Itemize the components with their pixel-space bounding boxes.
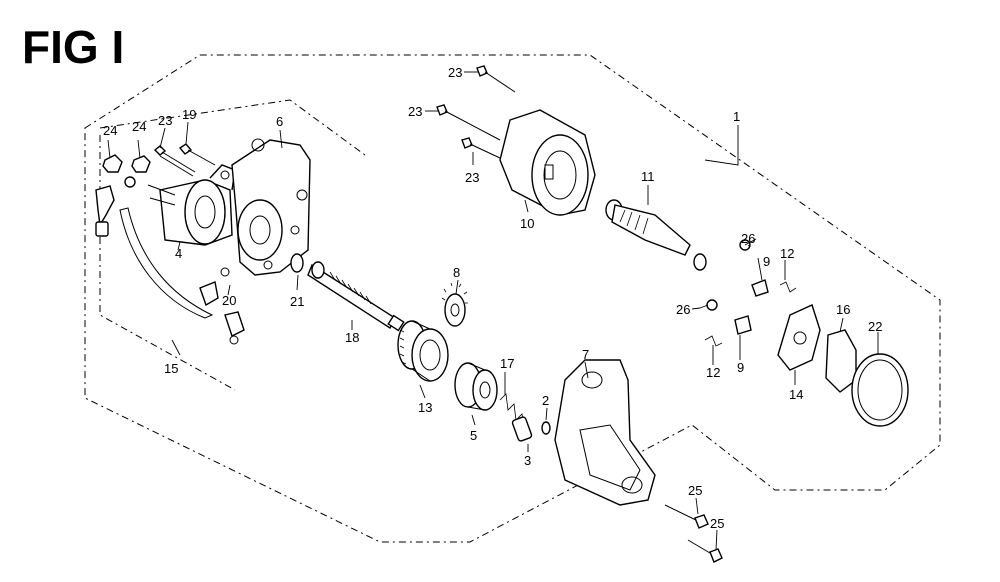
callout-21: 21 — [290, 294, 304, 309]
callout-25a: 25 — [688, 483, 702, 498]
part-7-front-housing — [554, 359, 656, 506]
part-18-shaft — [307, 261, 405, 332]
part-14-brush-holder — [777, 304, 821, 371]
callout-12b: 12 — [706, 365, 720, 380]
leader-1 — [704, 125, 739, 166]
part-13-clutch — [397, 320, 449, 382]
part-23-19-bolts-left — [153, 143, 216, 177]
callout-23c: 23 — [158, 113, 172, 128]
callout-16: 16 — [836, 302, 850, 317]
part-25-bolts — [664, 504, 723, 563]
callout-13: 13 — [418, 400, 432, 415]
part-21-washer — [290, 253, 304, 273]
callout-23a: 23 — [448, 65, 462, 80]
part-2-clip — [541, 421, 551, 435]
part-5-pinion — [454, 362, 498, 411]
callout-9a: 9 — [763, 254, 770, 269]
subassembly-outline — [99, 99, 366, 391]
callout-12a: 12 — [780, 246, 794, 261]
figure-title: FIG I — [22, 21, 124, 73]
callout-9b: 9 — [737, 360, 744, 375]
callout-23d: 23 — [465, 170, 479, 185]
part-6-rear-cover — [231, 138, 311, 276]
part-10-yoke — [499, 109, 596, 216]
callout-3: 3 — [524, 453, 531, 468]
callout-23b: 23 — [408, 104, 422, 119]
leader-lines — [107, 71, 879, 551]
callout-14: 14 — [789, 387, 803, 402]
callout-7: 7 — [582, 347, 589, 362]
callout-15: 15 — [164, 361, 178, 376]
callout-20: 20 — [222, 293, 236, 308]
callout-4: 4 — [175, 246, 182, 261]
part-15-lead-wire — [95, 185, 219, 319]
part-24-nuts — [102, 154, 151, 188]
callout-dashes — [425, 71, 757, 310]
callout-labels: 1 2 3 4 5 6 7 8 9 9 10 11 12 12 13 14 15… — [103, 65, 882, 531]
callout-8: 8 — [453, 265, 460, 280]
callout-25b: 25 — [710, 516, 724, 531]
callout-19: 19 — [182, 107, 196, 122]
part-16-plate — [825, 329, 857, 393]
callout-6: 6 — [276, 114, 283, 129]
part-11-armature — [605, 199, 707, 271]
part-3-retainer — [511, 416, 533, 442]
callout-18: 18 — [345, 330, 359, 345]
part-20-terminal — [220, 267, 245, 345]
callout-2: 2 — [542, 393, 549, 408]
part-26-9-12-brush-parts — [704, 239, 797, 347]
part-8-gear — [441, 282, 468, 327]
callout-24b: 24 — [132, 119, 146, 134]
callout-1: 1 — [733, 109, 740, 124]
assembly-outline — [84, 54, 941, 543]
callout-22: 22 — [868, 319, 882, 334]
callout-11: 11 — [641, 169, 655, 184]
callout-26a: 26 — [741, 231, 755, 246]
part-22-o-ring — [851, 353, 909, 427]
callout-26b: 26 — [676, 302, 690, 317]
callout-24a: 24 — [103, 123, 117, 138]
callout-5: 5 — [470, 428, 477, 443]
part-4-solenoid — [147, 164, 236, 246]
part-23-through-bolts — [436, 65, 516, 159]
part-17-spring — [499, 393, 525, 429]
callout-17: 17 — [500, 356, 514, 371]
callout-10: 10 — [520, 216, 534, 231]
